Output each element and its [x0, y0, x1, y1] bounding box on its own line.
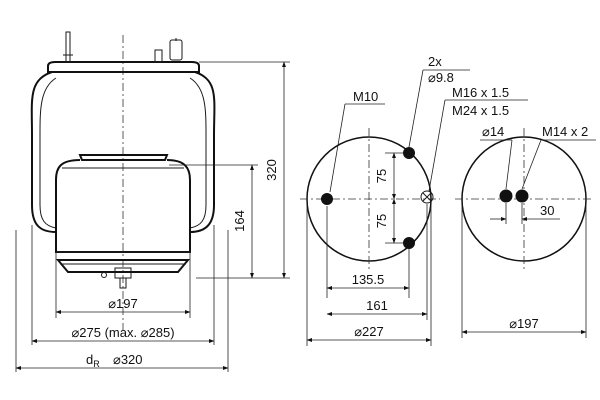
dim-d227: ⌀227: [354, 324, 384, 339]
bellow-right: [189, 71, 216, 233]
dim-dr-value: ⌀320: [113, 352, 143, 367]
hole-lower: [403, 237, 415, 249]
base-plate: [55, 259, 191, 273]
mounting-stud: [65, 31, 71, 63]
dim-dr-main: d: [86, 352, 93, 367]
label-m24: M24 x 1.5: [452, 103, 509, 118]
dim-164-height: 164: [232, 210, 247, 232]
label-m16: M16 x 1.5: [452, 85, 509, 100]
top-plate-view: M10 2x ⌀9.8 M16 x 1.5 M24 x 1.5 75 75 13…: [300, 54, 528, 346]
dim-d275: ⌀275 (max. ⌀285): [71, 325, 174, 340]
hole-d14: [499, 189, 513, 203]
dim-75-upper: 75: [374, 169, 389, 183]
dim-135-5: 135.5: [352, 272, 385, 287]
bottom-stud: [119, 277, 127, 289]
air-valve: [169, 39, 183, 61]
hole-m14: [515, 189, 529, 203]
label-d14: ⌀14: [482, 124, 504, 139]
dim-d197-left: ⌀197: [108, 296, 138, 311]
dim-75-lower: 75: [374, 214, 389, 228]
top-plate: [47, 61, 200, 73]
piston-top: [78, 154, 169, 161]
air-port: [420, 190, 434, 204]
hole-upper: [403, 147, 415, 159]
air-fitting: [154, 49, 163, 63]
dim-dr-sub: R: [93, 359, 100, 369]
dim-161: 161: [366, 298, 388, 313]
base-plate-view: ⌀14 M14 x 2 30 ⌀197: [455, 124, 596, 338]
dim-d197-right: ⌀197: [509, 316, 539, 331]
hole-m10: [321, 193, 333, 205]
bellow-left: [30, 71, 57, 233]
label-m10: M10: [353, 89, 378, 104]
air-spring-side-view: ⌀197 ⌀275 (max. ⌀285) dR ⌀320 320 164: [15, 31, 290, 372]
label-d98: ⌀9.8: [428, 70, 454, 85]
label-m14: M14 x 2: [542, 124, 588, 139]
label-2x: 2x: [428, 54, 442, 69]
dim-dr-symbol: dR: [86, 352, 100, 369]
dim-320-height: 320: [264, 159, 279, 181]
dim-30: 30: [540, 203, 554, 218]
